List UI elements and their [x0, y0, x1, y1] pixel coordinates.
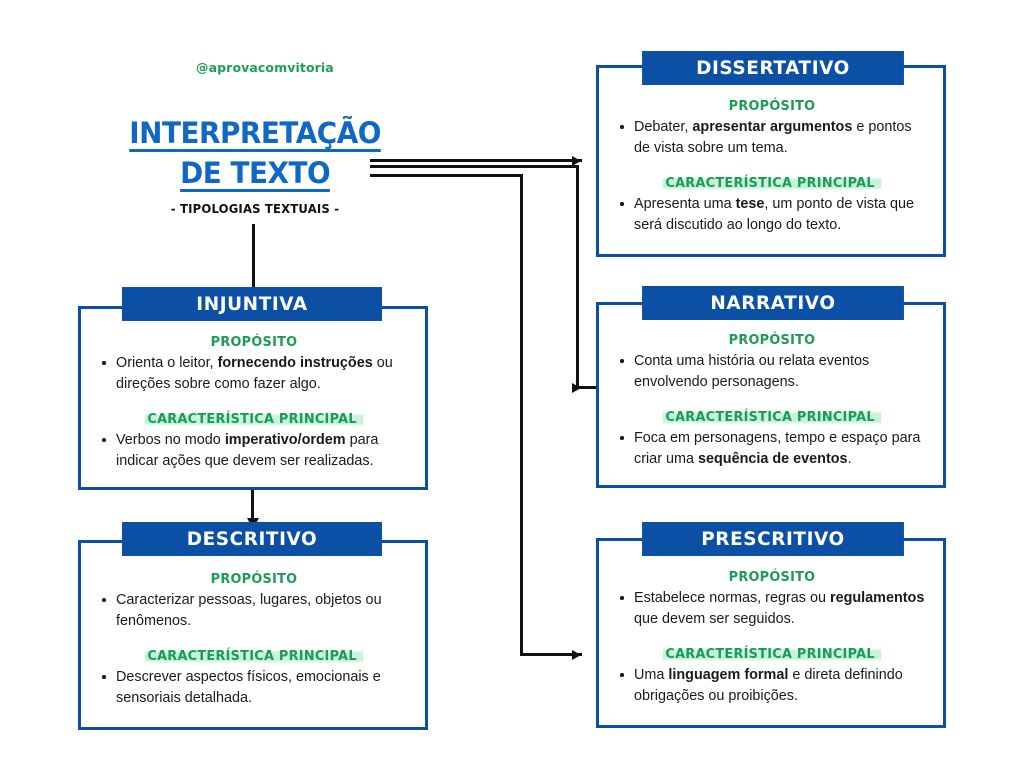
- list-item: Caracterizar pessoas, lugares, objetos o…: [99, 590, 409, 631]
- list-item: Verbos no modo imperativo/ordem para ind…: [99, 430, 409, 471]
- arrow-to-prescritivo: [572, 649, 581, 660]
- list-item: Conta uma história ou relata eventos env…: [617, 351, 927, 392]
- title-line-2: DE TEXTO: [179, 156, 331, 192]
- card-dissertativo-body: PROPÓSITO Debater, apresentar argumentos…: [599, 98, 943, 235]
- bullets-proposito-dissertativo: Debater, apresentar argumentos e pontos …: [617, 117, 927, 158]
- list-item: Uma linguagem formal e direta definindo …: [617, 665, 927, 706]
- bullets-proposito-injuntiva: Orienta o leitor, fornecendo instruções …: [99, 353, 409, 394]
- bullets-caracteristica-injuntiva: Verbos no modo imperativo/ordem para ind…: [99, 430, 409, 471]
- card-injuntiva-body: PROPÓSITO Orienta o leitor, fornecendo i…: [81, 334, 425, 471]
- card-header-injuntiva[interactable]: INJUNTIVA: [122, 287, 382, 321]
- page-title: INTERPRETAÇÃO DE TEXTO - TIPOLOGIAS TEXT…: [120, 118, 390, 216]
- bullets-proposito-descritivo: Caracterizar pessoas, lugares, objetos o…: [99, 590, 409, 631]
- page-subtitle: - TIPOLOGIAS TEXTUAIS -: [170, 201, 340, 216]
- card-narrativo[interactable]: PROPÓSITO Conta uma história ou relata e…: [596, 302, 946, 488]
- connector-title-to-injuntiva: [252, 224, 255, 308]
- label-caracteristica-prescritivo: CARACTERÍSTICA PRINCIPAL: [625, 646, 920, 662]
- account-handle: @aprovacomvitoria: [196, 60, 334, 75]
- bullets-caracteristica-dissertativo: Apresenta uma tese, um ponto de vista qu…: [617, 194, 927, 235]
- connector-prescritivo-vertical: [520, 174, 523, 655]
- connector-narrativo-vertical: [576, 165, 579, 388]
- list-item: Orienta o leitor, fornecendo instruções …: [99, 353, 409, 394]
- connector-prescritivo-horizontal: [520, 653, 582, 656]
- label-proposito-dissertativo: PROPÓSITO: [728, 98, 816, 114]
- arrow-to-narrativo: [572, 382, 581, 393]
- list-item: Foca em personagens, tempo e espaço para…: [617, 428, 927, 469]
- label-proposito-narrativo: PROPÓSITO: [728, 332, 816, 348]
- title-line-1: INTERPRETAÇÃO: [129, 116, 381, 152]
- card-prescritivo[interactable]: PROPÓSITO Estabelece normas, regras ou r…: [596, 538, 946, 728]
- label-caracteristica-narrativo: CARACTERÍSTICA PRINCIPAL: [625, 409, 920, 425]
- card-narrativo-body: PROPÓSITO Conta uma história ou relata e…: [599, 332, 943, 469]
- label-proposito-injuntiva: PROPÓSITO: [210, 334, 298, 350]
- connector-trunk-line-bottom: [370, 174, 522, 177]
- arrow-to-dissertativo: [572, 155, 581, 166]
- label-caracteristica-dissertativo: CARACTERÍSTICA PRINCIPAL: [625, 175, 920, 191]
- card-descritivo-body: PROPÓSITO Caracterizar pessoas, lugares,…: [81, 571, 425, 708]
- card-header-narrativo[interactable]: NARRATIVO: [642, 286, 904, 320]
- bullets-proposito-narrativo: Conta uma história ou relata eventos env…: [617, 351, 927, 392]
- label-caracteristica-descritivo: CARACTERÍSTICA PRINCIPAL: [107, 648, 402, 664]
- connector-injuntiva-to-descritivo: [251, 490, 254, 522]
- bullets-caracteristica-prescritivo: Uma linguagem formal e direta definindo …: [617, 665, 927, 706]
- bullets-proposito-prescritivo: Estabelece normas, regras ou regulamento…: [617, 588, 927, 629]
- connector-trunk-line-mid: [370, 165, 576, 168]
- connector-trunk-line-top: [370, 159, 582, 162]
- bullets-caracteristica-descritivo: Descrever aspectos físicos, emocionais e…: [99, 667, 409, 708]
- card-header-dissertativo[interactable]: DISSERTATIVO: [642, 51, 904, 85]
- list-item: Descrever aspectos físicos, emocionais e…: [99, 667, 409, 708]
- card-injuntiva[interactable]: PROPÓSITO Orienta o leitor, fornecendo i…: [78, 306, 428, 490]
- label-caracteristica-injuntiva: CARACTERÍSTICA PRINCIPAL: [107, 411, 402, 427]
- label-proposito-prescritivo: PROPÓSITO: [728, 569, 816, 585]
- card-header-descritivo[interactable]: DESCRITIVO: [122, 522, 382, 556]
- list-item: Estabelece normas, regras ou regulamento…: [617, 588, 927, 629]
- connector-narrativo-horizontal: [576, 386, 596, 389]
- card-dissertativo[interactable]: PROPÓSITO Debater, apresentar argumentos…: [596, 65, 946, 257]
- list-item: Apresenta uma tese, um ponto de vista qu…: [617, 194, 927, 235]
- card-header-prescritivo[interactable]: PRESCRITIVO: [642, 522, 904, 556]
- list-item: Debater, apresentar argumentos e pontos …: [617, 117, 927, 158]
- card-prescritivo-body: PROPÓSITO Estabelece normas, regras ou r…: [599, 569, 943, 706]
- card-descritivo[interactable]: PROPÓSITO Caracterizar pessoas, lugares,…: [78, 540, 428, 730]
- bullets-caracteristica-narrativo: Foca em personagens, tempo e espaço para…: [617, 428, 927, 469]
- label-proposito-descritivo: PROPÓSITO: [210, 571, 298, 587]
